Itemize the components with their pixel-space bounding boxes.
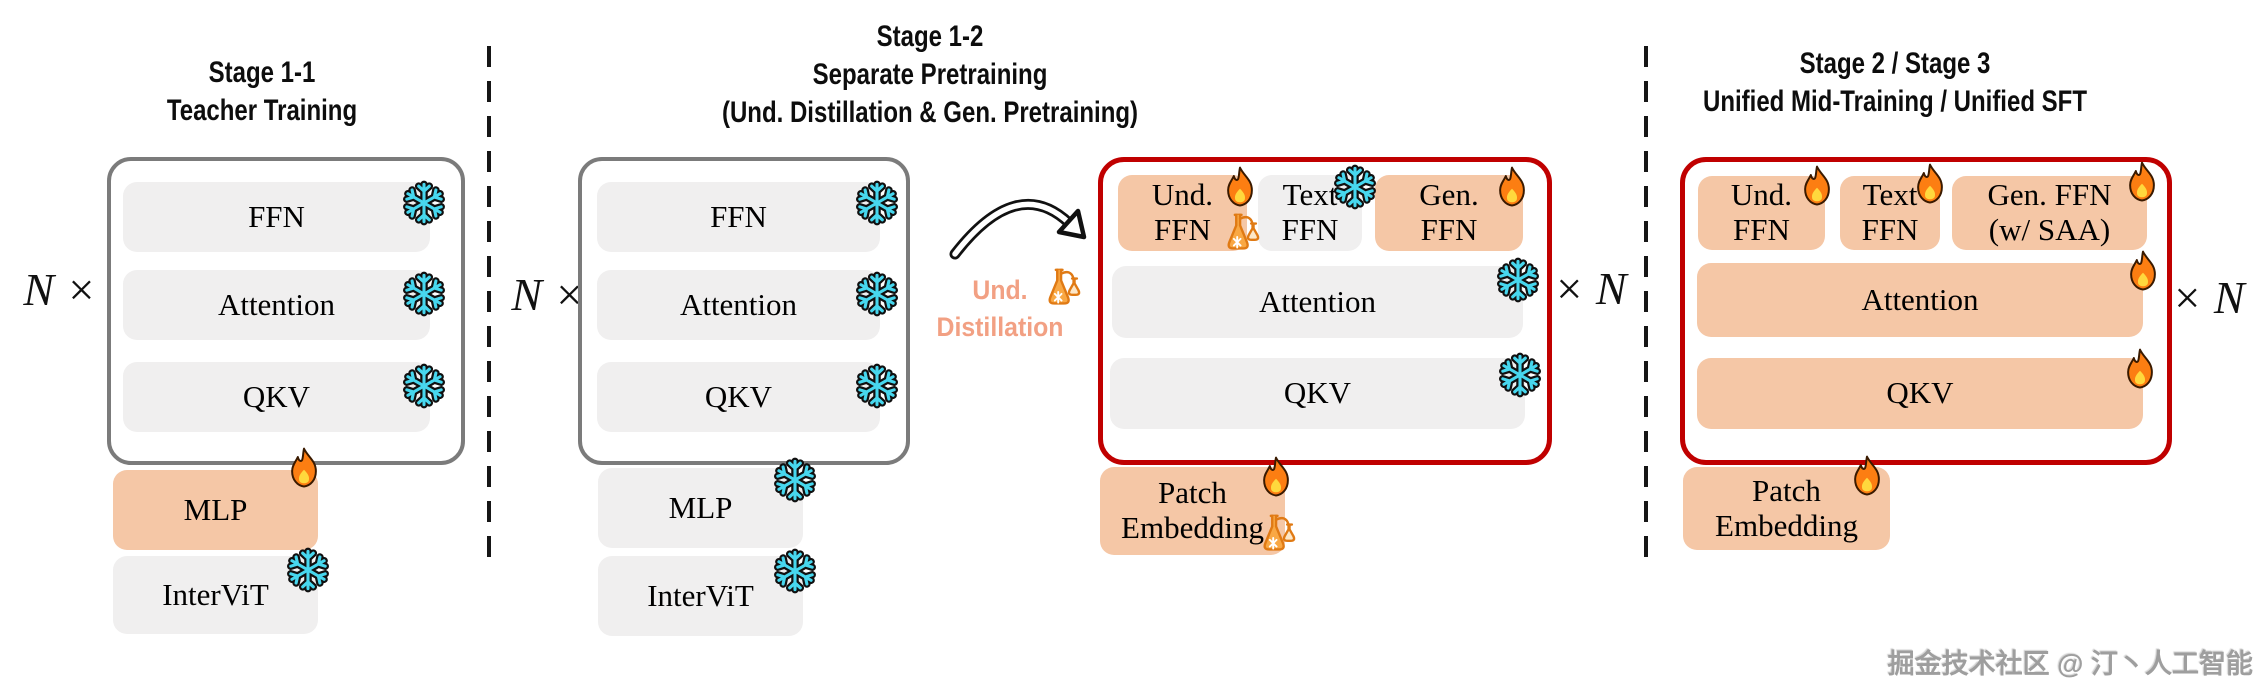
mlp-block: MLP [598,468,803,548]
intervit-block: InterViT [113,556,318,634]
alembic-icon [1263,514,1296,551]
und-distillation-label-line1: Und. [972,275,1028,305]
stage2-3-title-line1: Stage 2 / Stage 3 [1799,47,1991,80]
qkv-block: QKV [123,362,430,432]
fire-icon [1854,455,1880,496]
stage-divider [487,46,491,560]
intervit-block: InterViT [598,556,803,636]
fire-icon [2127,348,2153,389]
snowflake-icon [401,363,447,409]
stage1-2-title-line2: Separate Pretraining [812,58,1048,91]
qkv-block: QKV [1697,358,2143,429]
stage1-2-multiplier: N × [511,269,585,320]
snowflake-icon [854,180,900,226]
stage1-2-title-line3: (Und. Distillation & Gen. Pretraining) [721,96,1139,129]
fire-icon [1804,165,1830,206]
gen-ffn-saa-block: Gen. FFN (w/ SAA) [1952,176,2147,250]
snowflake-icon [1332,164,1378,210]
patch-embedding-block: Patch Embedding [1100,467,1285,555]
snowflake-icon [285,547,331,593]
fire-icon [1917,163,1943,204]
snowflake-icon [401,180,447,226]
und-ffn-block: Und. FFN [1118,175,1247,251]
stage1-1-title-line2: Teacher Training [166,94,358,127]
ffn-block: FFN [597,182,880,252]
patch-embedding-block: Patch Embedding [1683,467,1890,550]
fire-icon [2129,161,2155,202]
ffn-block: FFN [123,182,430,252]
und-distillation-label-line2: Distillation [936,312,1064,342]
snowflake-icon [854,271,900,317]
attention-block: Attention [123,270,430,340]
stage-divider [1644,46,1648,564]
snowflake-icon [772,548,818,594]
und-distillation-label: Und. Distillation [913,272,1088,346]
stage2-3-multiplier: × N [2171,272,2245,323]
stage1-1-multiplier: N × [23,264,97,315]
snowflake-icon [401,271,447,317]
text-ffn-block: Text FFN [1258,175,1362,251]
watermark: 掘金技术社区 @ 汀丶人工智能 [1887,649,2253,679]
stage2-3-title: Stage 2 / Stage 3 Unified Mid-Training /… [1695,45,2095,121]
fire-icon [1499,166,1525,207]
snowflake-icon [854,363,900,409]
stage1-1-title-line1: Stage 1-1 [208,56,316,89]
snowflake-icon [1497,352,1543,398]
gen-ffn-block: Gen. FFN [1375,175,1523,251]
stage1-2-student-multiplier: × N [1553,263,1627,314]
stage2-3-title-line2: Unified Mid-Training / Unified SFT [1703,85,2087,118]
alembic-icon [1048,268,1081,305]
attention-block: Attention [597,270,880,340]
fire-icon [1263,456,1289,497]
snowflake-icon [772,457,818,503]
mlp-block: MLP [113,470,318,550]
distillation-arrow [949,198,1087,260]
stage1-2-title: Stage 1-2 Separate Pretraining (Und. Dis… [698,18,1162,132]
stage1-1-title: Stage 1-1 Teacher Training [102,54,422,130]
fire-icon [291,447,317,488]
stage1-2-title-line1: Stage 1-2 [876,20,984,53]
alembic-icon [1227,213,1260,250]
attention-block: Attention [1112,266,1523,338]
und-ffn-block: Und. FFN [1698,176,1825,250]
qkv-block: QKV [1110,358,1525,429]
attention-block: Attention [1697,263,2143,337]
fire-icon [1227,166,1253,207]
qkv-block: QKV [597,362,880,432]
